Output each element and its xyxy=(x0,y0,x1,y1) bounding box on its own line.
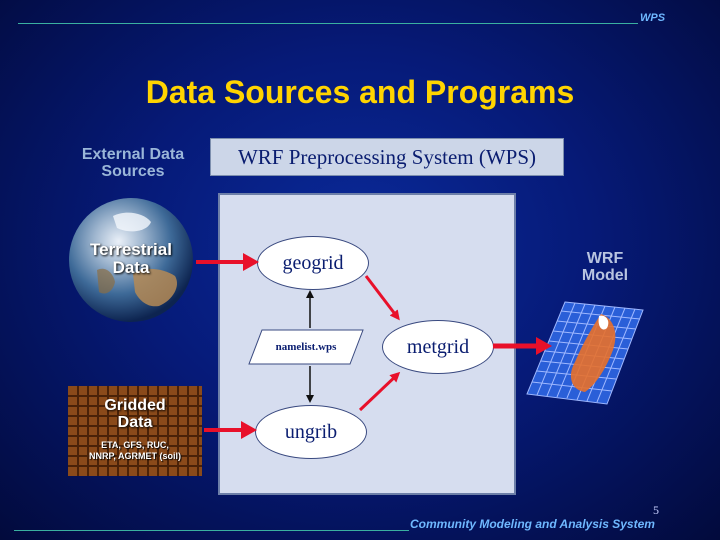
wrf-model-label: WRF Model xyxy=(560,250,650,284)
top-rule xyxy=(18,23,638,24)
earth-globe-icon xyxy=(69,198,193,322)
external-data-sources-label: External Data Sources xyxy=(68,146,198,180)
header-tag: WPS xyxy=(640,12,666,24)
gridded-line2: Data xyxy=(117,414,153,431)
bottom-rule xyxy=(14,530,409,531)
terrestrial-line2: Data xyxy=(112,258,150,277)
namelist-label: namelist.wps xyxy=(275,341,337,353)
external-label-line2: Sources xyxy=(101,163,165,180)
terrestrial-data-label: Terrestrial Data xyxy=(70,241,192,277)
terrestrial-line1: Terrestrial xyxy=(90,240,172,259)
gridded-line1: Gridded xyxy=(104,397,166,414)
slide-title: Data Sources and Programs xyxy=(145,74,575,110)
namelist-node[interactable]: namelist.wps xyxy=(248,329,364,365)
ungrib-node[interactable]: ungrib xyxy=(255,405,367,459)
wps-label: WRF Preprocessing System (WPS) xyxy=(210,138,564,176)
geogrid-node[interactable]: geogrid xyxy=(257,236,369,290)
wrf-model-grid-icon xyxy=(526,301,644,405)
gridded-sub1: ETA, GFS, RUC, xyxy=(101,440,169,450)
wrf-line1: WRF xyxy=(586,250,624,267)
gridded-data-icon xyxy=(68,386,202,476)
namelist-parallelogram xyxy=(248,329,364,365)
metgrid-node[interactable]: metgrid xyxy=(382,320,494,374)
gridded-sub2: NNRP, AGRMET (soil) xyxy=(88,451,181,461)
wrf-line2: Model xyxy=(581,267,629,284)
footer-tag: Community Modeling and Analysis System xyxy=(410,517,655,531)
external-label-line1: External Data xyxy=(81,146,185,163)
gridded-sources-label: ETA, GFS, RUC, NNRP, AGRMET (soil) xyxy=(68,440,202,462)
page-number: 5 xyxy=(653,503,659,517)
gridded-data-label: Gridded Data xyxy=(68,397,202,431)
